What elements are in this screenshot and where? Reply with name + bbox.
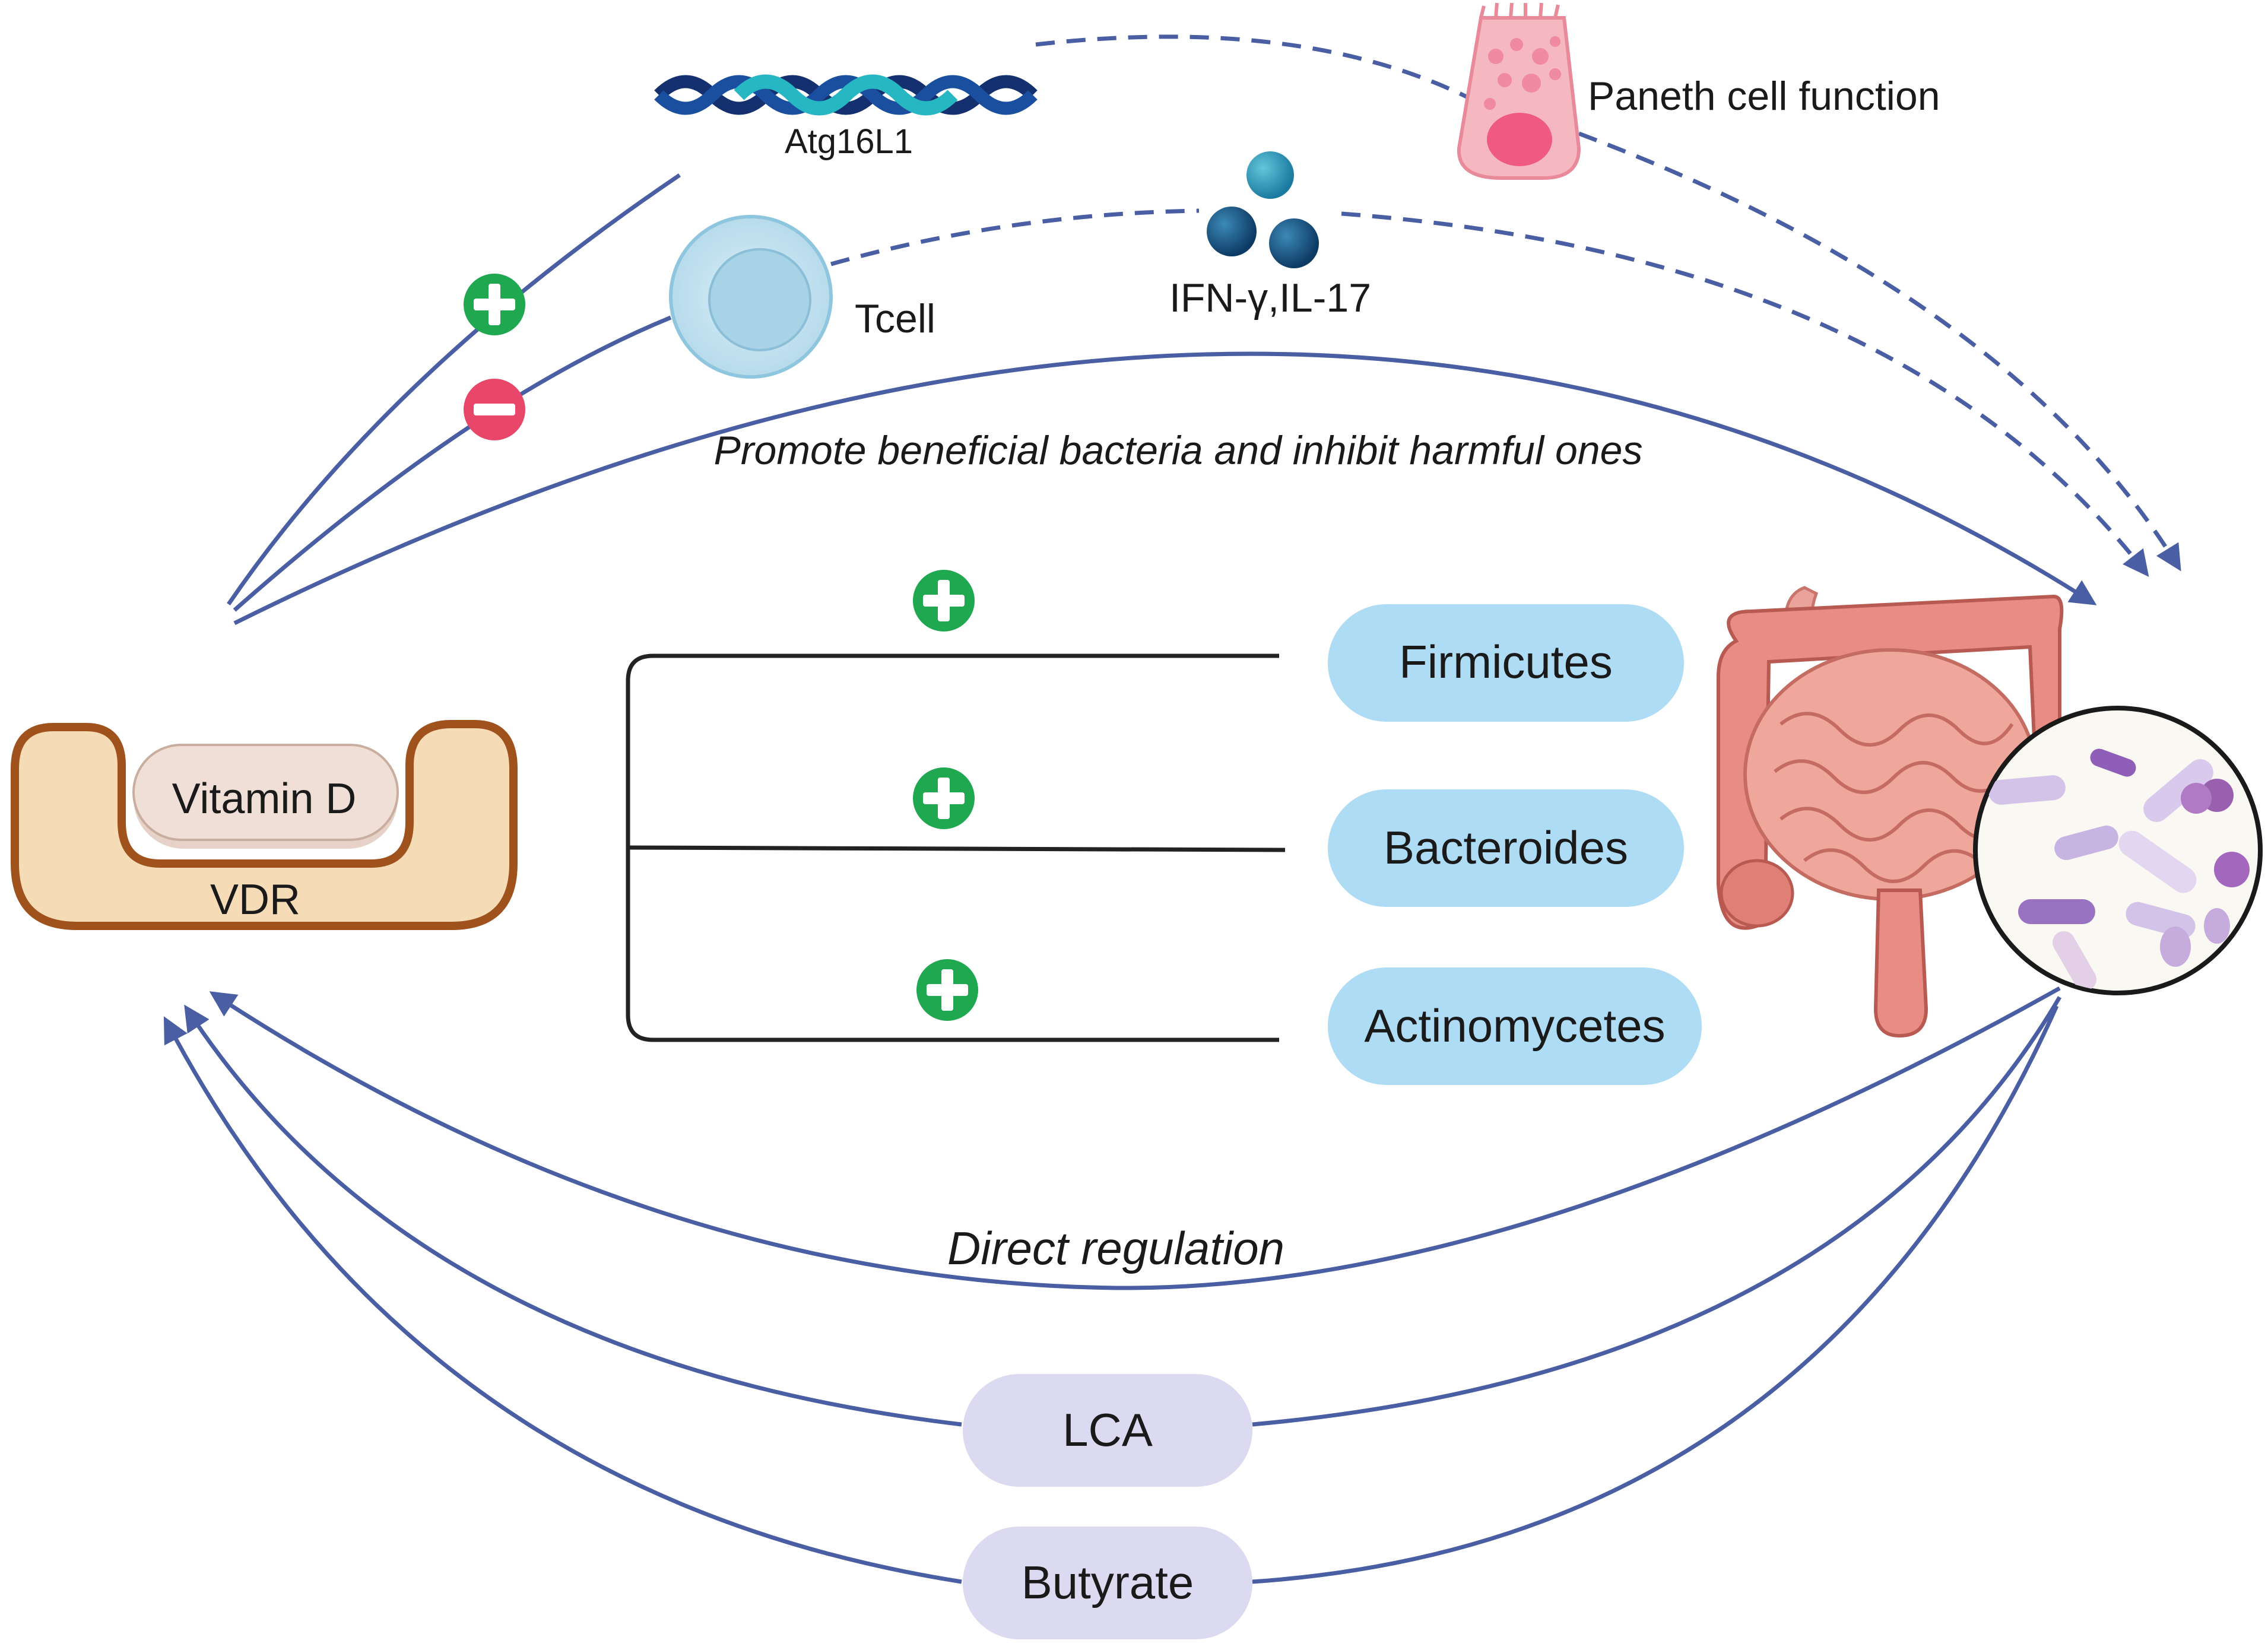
metabolite-pill-lca: LCA	[963, 1374, 1252, 1487]
paneth-label: Paneth cell function	[1588, 74, 1940, 119]
promote-label: Promote beneficial bacteria and inhibit …	[714, 428, 1643, 473]
cytokines-label: IFN-γ,IL-17	[1169, 275, 1371, 321]
cytokine-icon	[1207, 151, 1319, 268]
bacteria-bracket	[626, 653, 1286, 1042]
plus-icon	[913, 767, 975, 829]
bacteria-pill-actinomycetes: Actinomycetes	[1328, 967, 1702, 1085]
bacteria-pill-bacteroides: Bacteroides	[1328, 789, 1684, 907]
dna-icon	[654, 74, 1038, 116]
vitamin-d-capsule	[132, 744, 399, 849]
arrow-paneth-to-gut	[1578, 131, 2181, 572]
bacteria-pill-firmicutes: Firmicutes	[1328, 604, 1684, 722]
plus-icon	[916, 959, 978, 1021]
direct-regulation-label: Direct regulation	[947, 1222, 1284, 1274]
atg16l1-label: Atg16L1	[785, 122, 913, 161]
arrow-butyrate-to-vdr	[163, 1016, 962, 1584]
arrow-lca-to-vdr	[184, 1004, 962, 1427]
t-cell-icon	[669, 215, 833, 379]
bacteria-label: Firmicutes	[1399, 636, 1613, 688]
bacteria-label: Actinomycetes	[1364, 999, 1665, 1052]
arrow-promote-bacteria	[233, 351, 2097, 626]
arrow-tcell-to-cytokines	[830, 208, 1200, 266]
intestine-icon	[1717, 586, 2064, 1038]
bacteria-label: Bacteroides	[1384, 821, 1628, 874]
vitamin-d-label: Vitamin D	[172, 775, 357, 823]
metabolite-pill-butyrate: Butyrate	[963, 1527, 1252, 1639]
arrow-cytokines-to-gut	[1341, 211, 2149, 577]
arrow-vdr-to-atg16l1	[227, 173, 681, 605]
minus-icon	[464, 379, 525, 440]
metabolite-label: Butyrate	[1022, 1556, 1194, 1608]
microbiome-icon	[1973, 706, 2263, 995]
arrow-gut-to-butyrate	[1252, 1005, 2059, 1584]
paneth-cell-icon	[1457, 2, 1581, 180]
plus-icon	[464, 274, 525, 335]
arrow-vdr-to-tcell	[233, 315, 672, 612]
vdr-label: VDR	[210, 876, 300, 924]
arrow-gut-to-lca	[1252, 996, 2062, 1427]
tcell-label: Tcell	[855, 296, 935, 341]
arrow-atg16l1-to-paneth	[1035, 34, 1470, 100]
metabolite-label: LCA	[1062, 1404, 1153, 1456]
arrow-direct-regulation	[209, 986, 2061, 1290]
vdr-receptor	[11, 720, 518, 930]
plus-icon	[913, 570, 975, 632]
